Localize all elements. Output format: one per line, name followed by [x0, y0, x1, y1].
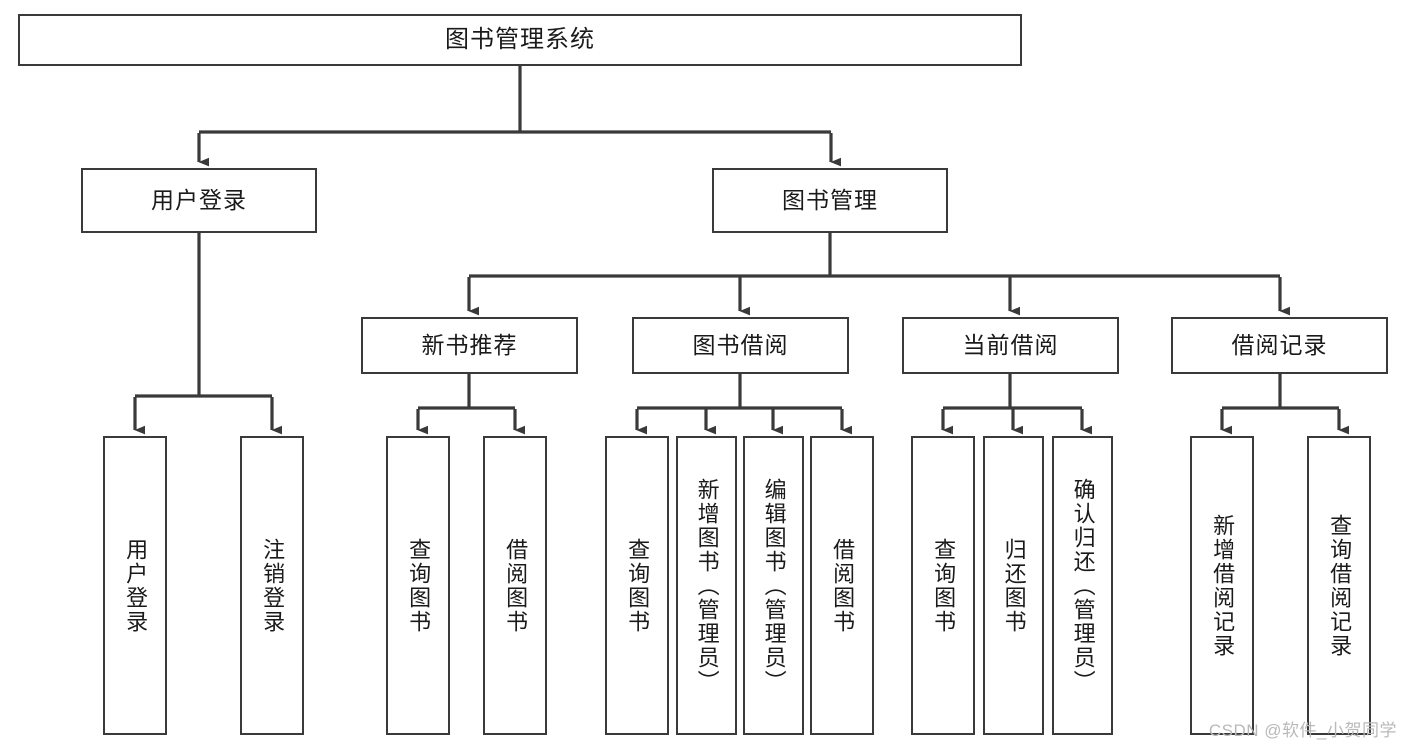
node-leaf-add-book[interactable]: 新增图书（管理员） — [676, 436, 737, 735]
node-label: 借阅图书 — [503, 537, 529, 634]
node-label: 借阅图书 — [830, 537, 856, 634]
node-label: 查询图书 — [931, 537, 957, 634]
node-leaf-query-book-recommend[interactable]: 查询图书 — [386, 436, 450, 735]
node-label: 图书借阅 — [692, 331, 789, 358]
node-leaf-add-borrow-record[interactable]: 新增借阅记录 — [1190, 436, 1254, 735]
node-label: 归还图书 — [1001, 537, 1027, 634]
node-label: 图书管理系统 — [445, 25, 595, 53]
node-label: 确认归还（管理员） — [1070, 477, 1096, 694]
node-label: 图书管理 — [782, 186, 878, 213]
node-label: 新书推荐 — [421, 331, 518, 358]
node-label: 编辑图书（管理员） — [761, 477, 787, 694]
node-user-login[interactable]: 用户登录 — [81, 168, 317, 233]
node-label: 用户登录 — [151, 186, 247, 213]
node-label: 当前借阅 — [962, 331, 1059, 358]
node-current-borrow[interactable]: 当前借阅 — [902, 317, 1119, 374]
node-leaf-query-book-current[interactable]: 查询图书 — [911, 436, 975, 735]
node-label: 借阅记录 — [1231, 331, 1328, 358]
node-label: 注销登录 — [260, 537, 286, 634]
node-label: 查询图书 — [406, 537, 432, 634]
node-book-manage[interactable]: 图书管理 — [712, 168, 948, 233]
node-leaf-borrow-book[interactable]: 借阅图书 — [810, 436, 874, 735]
node-leaf-query-borrow-record[interactable]: 查询借阅记录 — [1307, 436, 1371, 735]
node-label: 用户登录 — [123, 537, 149, 634]
node-leaf-borrow-book-recommend[interactable]: 借阅图书 — [483, 436, 547, 735]
node-leaf-user-logout[interactable]: 注销登录 — [240, 436, 304, 735]
node-label: 新增借阅记录 — [1210, 513, 1236, 658]
node-leaf-confirm-return[interactable]: 确认归还（管理员） — [1052, 436, 1113, 735]
node-leaf-user-login[interactable]: 用户登录 — [103, 436, 167, 735]
node-leaf-edit-book[interactable]: 编辑图书（管理员） — [743, 436, 804, 735]
node-label: 新增图书（管理员） — [694, 477, 720, 694]
csdn-watermark: CSDN @软件_小贺同学 — [1208, 721, 1397, 740]
node-leaf-query-book-borrow[interactable]: 查询图书 — [605, 436, 669, 735]
node-label: 查询图书 — [625, 537, 651, 634]
node-root-system[interactable]: 图书管理系统 — [18, 14, 1022, 66]
node-borrow-records[interactable]: 借阅记录 — [1171, 317, 1388, 374]
node-book-borrow[interactable]: 图书借阅 — [632, 317, 849, 374]
node-label: 查询借阅记录 — [1327, 513, 1353, 658]
node-new-book-recommend[interactable]: 新书推荐 — [361, 317, 578, 374]
node-leaf-return-book[interactable]: 归还图书 — [983, 436, 1044, 735]
